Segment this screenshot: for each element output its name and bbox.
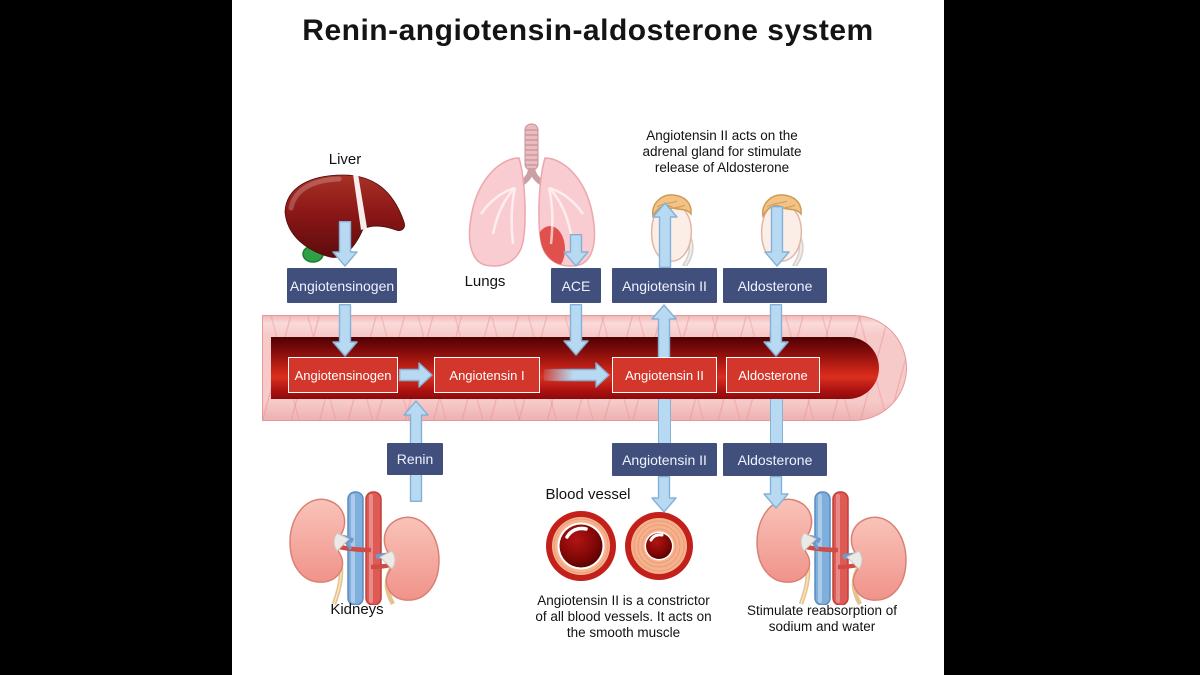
arrow-angiotensin2-to-blood-vessels: [651, 475, 677, 513]
box-ace: ACE: [551, 268, 601, 303]
arrow-angiotensin1-to-angiotensin2: [542, 362, 610, 388]
box-vessel-angiotensinogen: Angiotensinogen: [288, 357, 398, 393]
arrow-lungs-to-ace: [563, 233, 589, 267]
arrow-aldosterone-to-kidney: [763, 475, 789, 509]
lungs-label: Lungs: [464, 273, 506, 290]
kidneys-right-illustration: [756, 491, 907, 605]
arrow-ace-to-vessel: [563, 303, 589, 356]
vessel-cross-section-constricted: [625, 512, 693, 580]
liver-illustration: [284, 174, 405, 263]
liver-label: Liver: [328, 151, 362, 168]
box-angiotensin2-adrenal: Angiotensin II: [612, 268, 717, 303]
arrow-adrenal-to-aldosterone: [764, 205, 790, 267]
diagram-stage: Renin-angiotensin-aldosterone system Liv…: [232, 0, 944, 675]
kidneys-label: Kidneys: [330, 601, 384, 618]
kidneys-left-illustration: [289, 491, 440, 605]
box-angiotensin2-effect: Angiotensin II: [612, 443, 717, 476]
constrictor-note: Angiotensin II is a constrictor of all b…: [535, 593, 712, 641]
page-title: Renin-angiotensin-aldosterone system: [302, 14, 874, 47]
box-aldosterone-adrenal: Aldosterone: [723, 268, 827, 303]
lungs-illustration: [468, 123, 596, 267]
arrow-angiotensinogen-to-angiotensin1: [398, 362, 433, 388]
vessel-cross-section-normal: [546, 511, 616, 581]
arrow-angiotensin2-to-adrenal: [652, 202, 678, 269]
arrow-vessel-to-aldosterone-effect: [769, 399, 783, 445]
reabsorption-note: Stimulate reabsorption of sodium and wat…: [746, 603, 898, 635]
box-vessel-angiotensin1: Angiotensin I: [434, 357, 540, 393]
box-aldosterone-effect: Aldosterone: [723, 443, 827, 476]
box-angiotensinogen-source: Angiotensinogen: [287, 268, 397, 303]
box-vessel-angiotensin2: Angiotensin II: [612, 357, 717, 393]
adrenal-note: Angiotensin II acts on the adrenal gland…: [642, 128, 802, 176]
blood-vessel-label: Blood vessel: [545, 486, 631, 503]
box-vessel-aldosterone: Aldosterone: [726, 357, 820, 393]
arrow-angiotensinogen-to-vessel: [332, 303, 358, 357]
arrow-liver-to-angiotensinogen: [332, 220, 358, 267]
arrow-vessel-to-angiotensin2-box: [651, 304, 677, 361]
arrow-vessel-to-angiotensin2-effect: [657, 399, 671, 445]
arrow-aldosterone-to-vessel: [763, 303, 789, 357]
box-renin: Renin: [387, 443, 443, 475]
